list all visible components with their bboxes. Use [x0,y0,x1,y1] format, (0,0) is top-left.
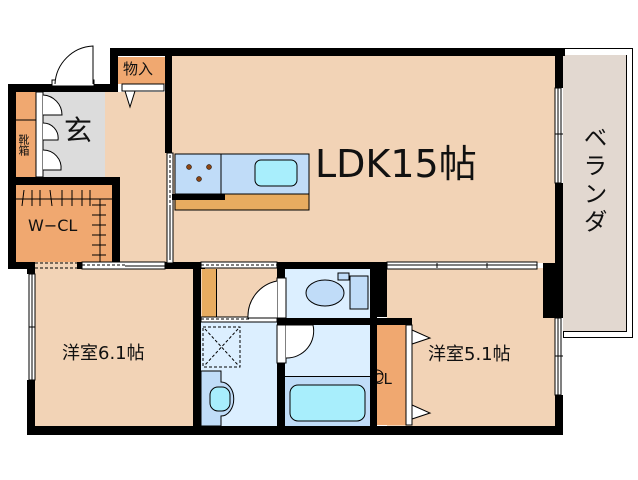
wall-toilet-bottom [277,318,377,325]
storage-label: 物入 [123,60,154,78]
storage-door[interactable] [121,83,165,109]
wall-wcl-top [8,177,120,185]
wall-room1-right [193,262,201,435]
kitchen-counter [172,153,310,211]
wall-right-ldk [555,48,563,88]
wall-storage-right [165,48,172,153]
wall-left [8,84,16,269]
bathtub [289,384,366,422]
wall-mid-h-4 [277,262,387,269]
wall-closet-top [377,318,412,325]
western-room-1-label: 洋室6.1帖 [62,343,145,364]
wall-right-room2 [555,395,563,435]
toilet-fixture [305,272,369,310]
wall-top [110,48,565,56]
wall-bottom [27,426,563,435]
room2-window[interactable] [554,317,563,396]
veranda-label: ベランダ [579,125,607,237]
walk-in-closet-label: W−CL [28,216,78,235]
shoe-box-doors[interactable] [16,91,63,178]
wall-mid-h-3 [165,262,205,269]
shoe-box[interactable] [16,92,36,177]
wash-basin [200,370,235,427]
room2-sliding-door[interactable] [386,261,538,270]
ldk-label: LDK15帖 [315,142,477,186]
wall-entrance-top [8,84,118,92]
hall-top-partition [200,261,278,323]
closet[interactable] [377,325,406,425]
room1-doorway[interactable] [35,262,77,269]
wall-room2-left [377,262,387,317]
washing-machine-pan [202,326,241,368]
ldk-window[interactable] [554,87,563,184]
toilet-door[interactable] [247,277,287,319]
wall-mid-h [8,262,35,269]
room1-window[interactable] [28,273,36,381]
wall-right-stub [543,263,563,318]
room1-sliding-door[interactable] [81,261,166,270]
wall-wcl-right [112,177,120,269]
entrance-label: 玄 [64,114,93,147]
wall-room1-left [27,262,35,274]
shoe-box-label: 靴箱 [17,134,30,156]
closet-doors[interactable] [376,324,432,426]
entrance-door[interactable] [51,45,95,87]
western-room-2[interactable] [387,268,555,426]
western-room-1[interactable] [35,268,193,426]
wall-storage-left [110,48,118,92]
veranda[interactable] [563,55,627,332]
wall-bath-right [370,262,377,435]
wall-room1-left-2 [27,380,35,435]
wall-mid-h-2 [77,262,82,269]
western-room-2-label: 洋室5.1帖 [428,344,511,365]
wcl-hanger-rail [16,189,112,262]
wall-right-ldk-2 [555,183,563,318]
bathroom-door[interactable] [276,324,315,364]
storage[interactable] [118,57,165,84]
ldk-sliding-door[interactable] [166,152,174,264]
hall-shelf [202,269,217,317]
